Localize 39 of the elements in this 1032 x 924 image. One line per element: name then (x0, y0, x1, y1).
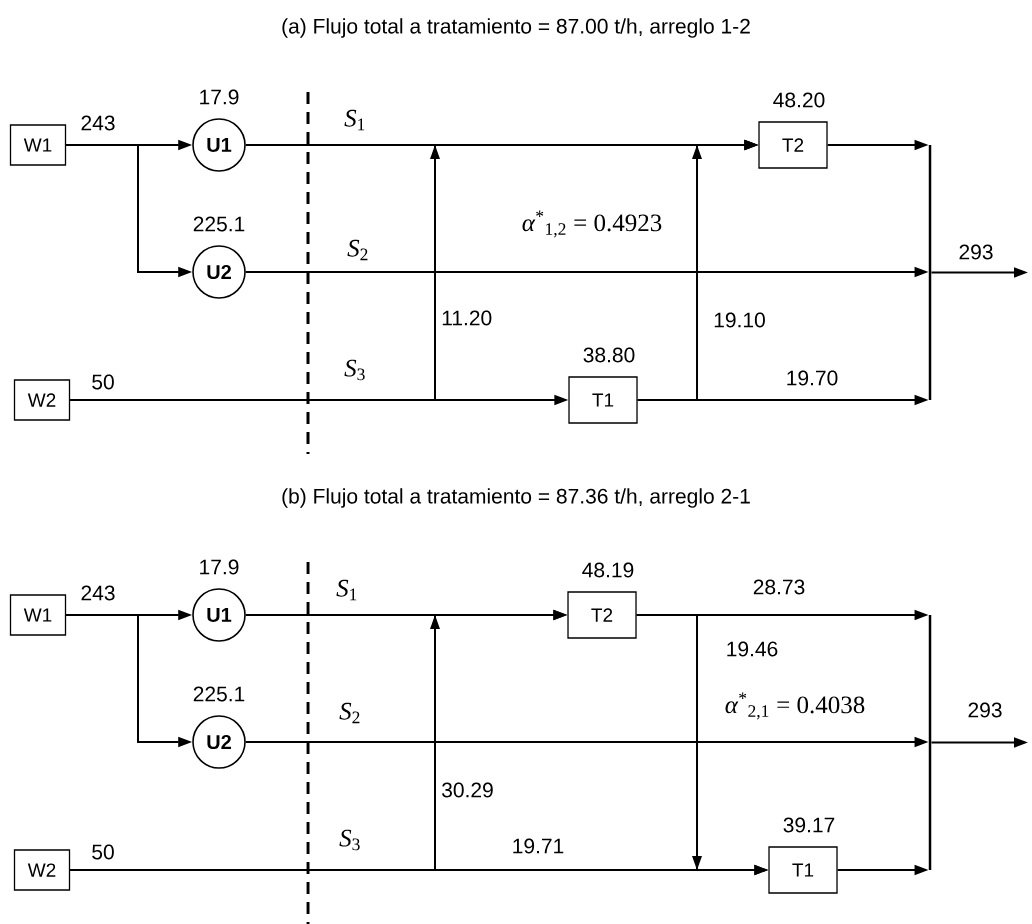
flow-value: 19.71 (510, 837, 566, 855)
process-box: W2 (13, 379, 71, 421)
flow-value: 293 (957, 243, 995, 261)
stream-label: S$_{2}$ (339, 702, 360, 724)
stream-label: α$^{*}$$_{1,2}$ = 0.4923 (522, 210, 662, 238)
process-box: W1 (9, 124, 67, 166)
flow-value: 19.70 (784, 369, 840, 387)
flow-value: 19.10 (712, 311, 767, 329)
process-box: T2 (758, 121, 828, 169)
flow-value: 17.9 (200, 89, 239, 105)
stream-label: S$_{3}$ (344, 359, 365, 381)
process-box: T2 (567, 591, 637, 639)
process-box: W2 (13, 849, 71, 891)
panel-heading: (b) Flujo total a tratamiento = 87.36 t/h, arreglo 2-1 (282, 488, 750, 508)
stream-label: α$^{*}$$_{2,1}$ = 0.4038 (725, 692, 865, 720)
process-box: T1 (768, 846, 838, 894)
flow-value: 48.19 (582, 562, 634, 578)
flow-value: 39.17 (783, 817, 835, 833)
flow-value: 30.29 (440, 781, 495, 799)
flow-value: 19.46 (724, 640, 780, 658)
panel-heading: (a) Flujo total a tratamiento = 87.00 t/h, arreglo 1-2 (282, 18, 750, 38)
stream-label: S$_{3}$ (339, 829, 360, 851)
flow-value: 48.20 (773, 92, 825, 108)
flow-value: 11.20 (440, 309, 494, 327)
flow-value: 243 (81, 115, 115, 131)
flow-value: 38.80 (583, 347, 635, 363)
flow-value: 243 (81, 585, 115, 601)
flow-value: 28.73 (751, 578, 807, 596)
flow-value: 225.1 (193, 686, 245, 702)
flow-value: 293 (966, 701, 1004, 719)
stream-label: S$_{2}$ (347, 239, 368, 261)
flow-value: 50 (92, 844, 114, 860)
process-box: T1 (568, 376, 638, 424)
flow-value: 50 (92, 374, 114, 390)
process-box: W1 (9, 594, 67, 636)
stream-label: S$_{1}$ (344, 109, 365, 131)
flow-value: 225.1 (193, 216, 245, 232)
stream-label: S$_{1}$ (336, 579, 357, 601)
flow-value: 17.9 (200, 559, 239, 575)
